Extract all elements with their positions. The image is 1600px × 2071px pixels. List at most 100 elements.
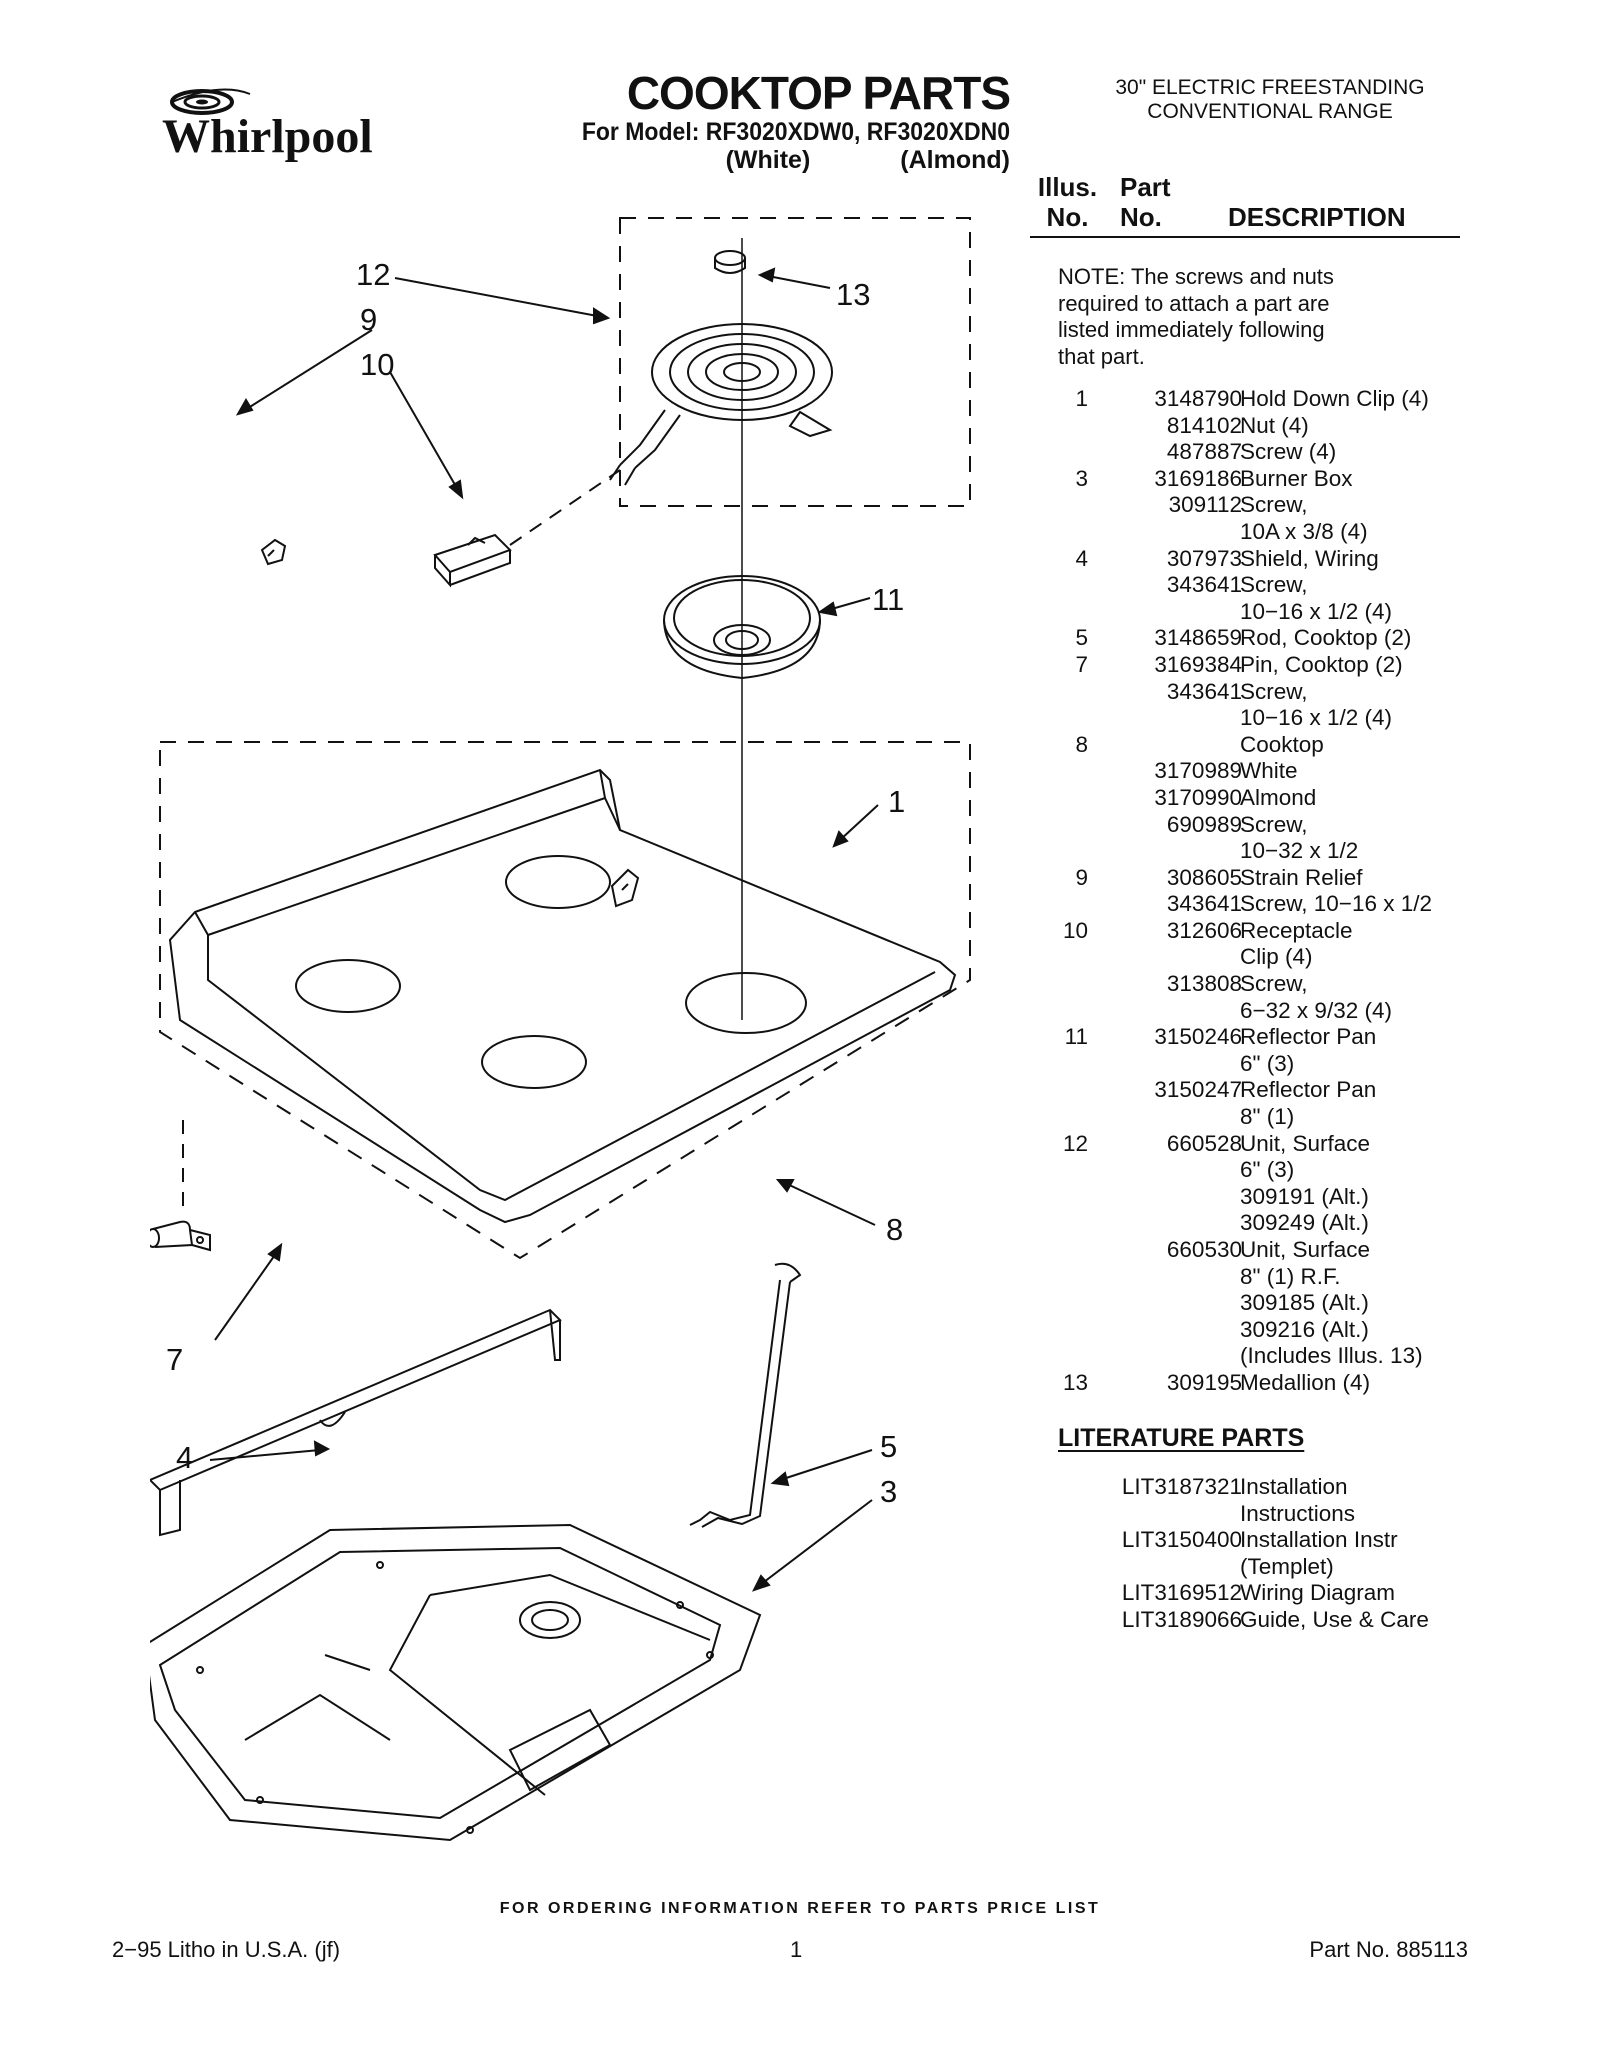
illus-no: 9 xyxy=(1075,864,1088,890)
description: Hold Down Clip (4) xyxy=(1240,386,1429,411)
table-row: 309191 (Alt.) xyxy=(1030,1184,1470,1211)
range-description: 30" ELECTRIC FREESTANDING CONVENTIONAL R… xyxy=(1080,76,1460,124)
table-row: 10A x 3/8 (4) xyxy=(1030,519,1470,546)
table-row: 6" (3) xyxy=(1030,1157,1470,1184)
description: 6" (3) xyxy=(1240,1050,1295,1076)
part-no: 3170989 xyxy=(1154,758,1242,784)
description: Cooktop xyxy=(1240,731,1324,757)
description: 309216 (Alt.) xyxy=(1240,1316,1369,1342)
description: Screw, xyxy=(1240,492,1308,518)
description: 10−16 x 1/2 (4) xyxy=(1240,705,1392,731)
literature-description: Installation Instr xyxy=(1240,1527,1398,1553)
literature-description: (Templet) xyxy=(1240,1553,1334,1579)
part-no: 312606 xyxy=(1166,917,1242,943)
table-row: 8" (1) xyxy=(1030,1104,1470,1131)
litho-line: 2−95 Litho in U.S.A. (jf) xyxy=(112,1937,341,1962)
part-no: 3169186 xyxy=(1154,465,1242,491)
whirlpool-logo: Whirlpool xyxy=(162,88,373,163)
col-description: DESCRIPTION xyxy=(1228,202,1406,232)
literature-row: (Templet) xyxy=(1030,1554,1470,1581)
description: Shield, Wiring xyxy=(1240,545,1379,571)
callout-3: 3 xyxy=(880,1474,897,1509)
col-part-2: No. xyxy=(1120,202,1162,232)
description: Screw, 10−16 x 1/2 xyxy=(1240,891,1432,917)
description: Screw, xyxy=(1240,572,1308,598)
literature-row: Instructions xyxy=(1030,1501,1470,1528)
receptacle-drawing xyxy=(433,533,512,588)
page-number: 1 xyxy=(790,1937,803,1962)
description: Burner Box xyxy=(1240,465,1353,491)
part-no: 309112 xyxy=(1168,492,1242,518)
description: 6" (3) xyxy=(1240,1157,1295,1183)
part-no: 3150246 xyxy=(1154,1024,1242,1050)
surface-unit-drawing xyxy=(609,323,833,486)
hold-down-clip-drawing xyxy=(610,868,640,908)
description: 10A x 3/8 (4) xyxy=(1240,518,1368,544)
illus-no: 10 xyxy=(1062,917,1088,943)
callout-1: 1 xyxy=(888,784,905,819)
part-no: 313808 xyxy=(1166,971,1242,997)
literature-part-no: LIT3189066 xyxy=(1121,1606,1242,1632)
cooktop-box xyxy=(159,741,971,1260)
reflector-pan-drawing xyxy=(663,575,821,680)
callout-8: 8 xyxy=(886,1212,903,1247)
description: Screw (4) xyxy=(1240,439,1337,465)
description: Clip (4) xyxy=(1240,944,1313,970)
description: 309191 (Alt.) xyxy=(1240,1183,1369,1209)
table-row: 6" (3) xyxy=(1030,1051,1470,1078)
description: Nut (4) xyxy=(1240,412,1309,438)
description: Unit, Surface xyxy=(1240,1237,1371,1262)
description: 8" (1) R.F. xyxy=(1240,1263,1341,1289)
illus-no: 13 xyxy=(1062,1369,1088,1395)
variant-line: (White)(Almond) xyxy=(520,146,1010,175)
part-no: 343641 xyxy=(1166,891,1242,917)
literature-description: Installation xyxy=(1240,1474,1348,1499)
table-row: 8" (1) R.F. xyxy=(1030,1264,1470,1291)
callout-10: 10 xyxy=(360,347,394,382)
range-line-1: 30" ELECTRIC FREESTANDING xyxy=(1115,76,1425,99)
description: 309185 (Alt.) xyxy=(1240,1290,1369,1316)
part-no: 3150247 xyxy=(1154,1077,1242,1103)
medallion-drawing xyxy=(714,250,746,274)
literature-description: Instructions xyxy=(1240,1500,1356,1526)
wiring-shield-drawing xyxy=(150,1308,562,1537)
description: 10−32 x 1/2 xyxy=(1240,838,1359,864)
variant-white: (White) xyxy=(725,146,811,174)
description: 6−32 x 9/32 (4) xyxy=(1240,997,1392,1023)
exploded-diagram: 12 9 10 13 11 1 8 7 5 4 3 xyxy=(150,217,971,1842)
attach-note: NOTE: The screws and nuts required to at… xyxy=(1058,264,1334,369)
callout-11: 11 xyxy=(872,582,904,617)
callout-13: 13 xyxy=(836,277,870,312)
cooktop-rod-drawing xyxy=(689,1262,802,1528)
description: Receptacle xyxy=(1240,917,1353,943)
cooktop-drawing xyxy=(168,768,957,1224)
cooktop-pin-drawing xyxy=(150,1220,211,1252)
description: White xyxy=(1240,758,1298,784)
illus-no: 3 xyxy=(1075,465,1088,491)
part-no: 690989 xyxy=(1166,811,1242,837)
brand-wordmark: Whirlpool xyxy=(162,110,373,163)
description: Medallion (4) xyxy=(1240,1369,1371,1395)
description: 10−16 x 1/2 (4) xyxy=(1240,598,1392,624)
literature-part-no: LIT3169512 xyxy=(1121,1580,1242,1606)
part-no: 3148659 xyxy=(1154,625,1242,651)
part-no: 660528 xyxy=(1166,1130,1242,1156)
col-part-1: Part xyxy=(1120,172,1171,202)
